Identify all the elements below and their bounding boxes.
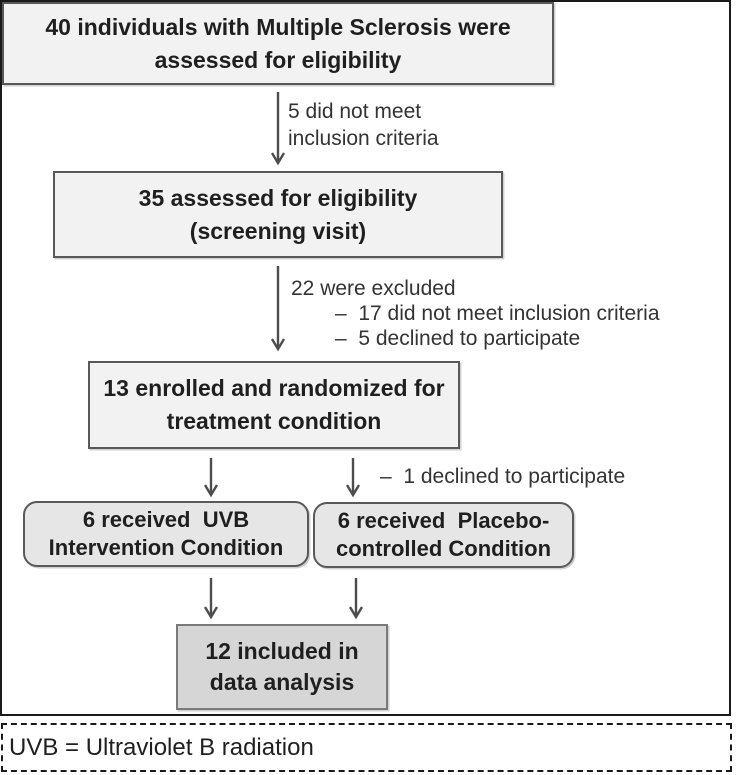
box-line: Intervention Condition — [48, 535, 284, 560]
box-line: data analysis — [209, 669, 355, 695]
down-arrow-icon — [203, 578, 219, 620]
down-arrow-icon — [348, 578, 364, 620]
footnote-text: UVB = Ultraviolet B radiation — [9, 733, 314, 761]
box-line: 12 included in — [205, 638, 359, 664]
box-line: 6 received Placebo- — [337, 508, 550, 533]
box-line: (screening visit) — [189, 217, 367, 244]
box-placebo-controlled-6: 6 received Placebo- controlled Condition — [313, 502, 574, 568]
box-uvb-intervention-6: 6 received UVB Intervention Condition — [23, 501, 309, 567]
annotation-declined-1: – 1 declined to participate — [380, 465, 625, 489]
down-arrow-icon — [270, 266, 286, 352]
box-eligibility-40: 40 individuals with Multiple Sclerosis w… — [2, 2, 554, 85]
down-arrow-icon — [203, 458, 219, 498]
box-randomized-13: 13 enrolled and randomized for treatment… — [88, 361, 460, 449]
box-line: controlled Condition — [335, 536, 552, 561]
annotation-item: – 17 did not meet inclusion criteria — [335, 302, 660, 325]
box-line: 6 received UVB — [82, 507, 250, 532]
annotation-line: inclusion criteria — [288, 127, 439, 150]
box-line: 35 assessed for eligibility — [138, 184, 418, 211]
flow-frame — [0, 0, 731, 716]
annotation-line: – 1 declined to participate — [380, 465, 626, 488]
annotation-line: 5 did not meet — [288, 100, 422, 123]
down-arrow-icon — [270, 92, 286, 166]
annotation-not-meet-5: 5 did not meet inclusion criteria — [288, 98, 439, 152]
annotation-heading: 22 were excluded — [291, 277, 456, 300]
box-line: assessed for eligibility — [154, 46, 402, 73]
annotation-item: – 5 declined to participate — [335, 327, 581, 350]
box-data-analysis-12: 12 included in data analysis — [176, 624, 388, 710]
box-line: 40 individuals with Multiple Sclerosis w… — [45, 13, 511, 40]
down-arrow-icon — [345, 458, 361, 498]
box-screening-35: 35 assessed for eligibility (screening v… — [53, 171, 503, 258]
annotation-excluded-22: 22 were excluded – 17 did not meet inclu… — [291, 276, 660, 351]
box-line: 13 enrolled and randomized for — [103, 375, 445, 401]
box-line: treatment condition — [166, 408, 382, 434]
footnote-box: UVB = Ultraviolet B radiation — [1, 723, 732, 772]
